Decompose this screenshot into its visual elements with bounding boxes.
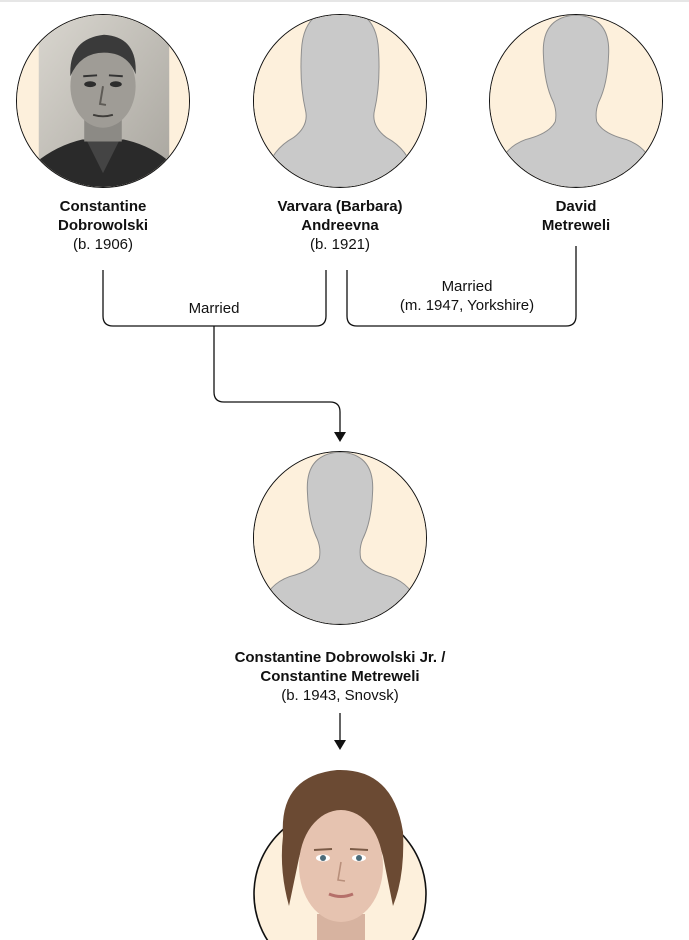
descent-line-1 xyxy=(213,326,341,434)
married-label-2: Married (m. 1947, Yorkshire) xyxy=(376,277,558,315)
birth-detail: (b. 1906) xyxy=(72,236,134,253)
female-silhouette xyxy=(254,15,426,187)
name-line-2: Andreevna xyxy=(301,217,379,234)
male-silhouette xyxy=(490,15,662,187)
name-line-1: Varvara (Barbara) xyxy=(277,198,403,215)
birth-detail: (b. 1943, Snovsk) xyxy=(281,687,399,704)
label-constantine-sr: Constantine Dobrowolski (b. 1906) xyxy=(8,197,198,254)
name-line-1: David xyxy=(555,198,597,215)
birth-detail: (b. 1921) xyxy=(309,236,371,253)
portrait-varvara xyxy=(253,14,427,188)
top-divider xyxy=(0,0,689,2)
label-constantine-jr: Constantine Dobrowolski Jr. / Constantin… xyxy=(190,648,490,705)
arrowhead-2 xyxy=(334,740,346,750)
name-line-2: Metreweli xyxy=(541,217,611,234)
photo-woman xyxy=(253,769,427,940)
name-line-2: Constantine Metreweli xyxy=(260,668,420,685)
portrait-constantine-jr xyxy=(253,451,427,625)
portrait-david xyxy=(489,14,663,188)
archival-photo-man xyxy=(17,15,189,187)
name-line-2: Dobrowolski xyxy=(57,217,148,234)
label-varvara: Varvara (Barbara) Andreevna (b. 1921) xyxy=(240,197,440,254)
married-label-2-title: Married xyxy=(441,278,493,295)
portrait-granddaughter xyxy=(253,766,427,940)
name-line-1: Constantine xyxy=(59,198,147,215)
male-silhouette xyxy=(254,452,426,624)
name-line-1: Constantine Dobrowolski Jr. / xyxy=(234,649,446,666)
arrowhead-1 xyxy=(334,432,346,442)
portrait-constantine-sr xyxy=(16,14,190,188)
married-label-2-detail: (m. 1947, Yorkshire) xyxy=(399,297,535,314)
label-david: David Metreweli xyxy=(486,197,666,235)
married-bracket-2 xyxy=(346,246,577,327)
married-label-1: Married xyxy=(188,300,240,317)
